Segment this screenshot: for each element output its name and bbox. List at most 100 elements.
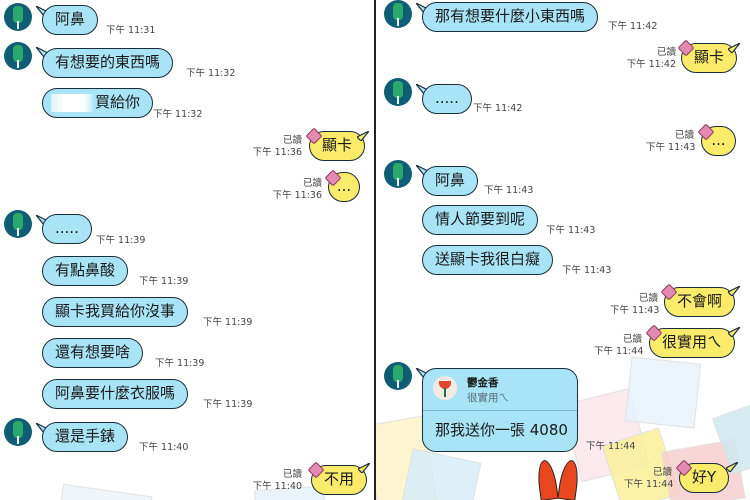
contact-avatar[interactable] (4, 3, 32, 31)
read-receipt: 已讀下午 11:43 (646, 130, 696, 154)
message-timestamp: 下午 11:42 (626, 59, 676, 70)
message-bubble-incoming[interactable]: 還有想要啥 (42, 338, 144, 368)
tulip-petal (439, 381, 451, 389)
message-timestamp: 下午 11:43 (562, 265, 612, 276)
tree-trunk (17, 21, 19, 29)
message-bubble-incoming[interactable]: 買給你 (42, 88, 154, 118)
tree-icon (393, 81, 403, 98)
message-bubble-incoming[interactable]: ..... (422, 84, 472, 114)
contact-avatar[interactable] (384, 0, 412, 28)
read-receipt: 已讀下午 11:36 (270, 178, 322, 202)
contact-avatar[interactable] (4, 418, 32, 446)
contact-avatar[interactable] (4, 210, 32, 238)
message-timestamp: 下午 11:43 (546, 225, 596, 236)
message-timestamp: 下午 11:36 (272, 190, 322, 201)
message-timestamp: 下午 11:40 (139, 442, 189, 453)
tree-icon (13, 213, 23, 230)
bubble-tail-icon (358, 463, 370, 473)
read-receipt: 已讀下午 11:44 (594, 334, 644, 358)
message-timestamp: 下午 11:31 (106, 25, 156, 36)
message-timestamp: 下午 11:39 (139, 276, 189, 287)
panel-divider (374, 0, 376, 500)
redacted-text (51, 93, 93, 112)
bubble-tail-icon (357, 131, 369, 141)
tree-icon (13, 6, 23, 23)
tree-icon (393, 163, 403, 180)
message-timestamp: 下午 11:44 (594, 346, 644, 357)
tree-icon (393, 365, 403, 382)
background-card (624, 356, 702, 429)
message-bubble-incoming[interactable]: 阿鼻 (422, 166, 479, 196)
quoted-message[interactable]: 鬱金香 很實用ㄟ (423, 369, 577, 411)
message-timestamp: 下午 11:36 (252, 147, 302, 158)
read-label: 已讀 (622, 334, 642, 345)
message-bubble-incoming[interactable]: 有想要的東西嗎 (42, 48, 174, 78)
quoted-text: 很實用ㄟ (467, 392, 509, 404)
tree-trunk (17, 228, 19, 236)
message-timestamp: 下午 11:39 (203, 399, 253, 410)
read-label: 已讀 (282, 135, 302, 146)
contact-avatar[interactable] (4, 42, 32, 70)
message-bubble-incoming[interactable]: 送顯卡我很白癡 (422, 245, 554, 275)
tree-icon (393, 3, 403, 20)
contact-avatar[interactable] (384, 160, 412, 188)
read-receipt: 已讀下午 11:43 (610, 293, 660, 317)
chat-panel-left: 阿鼻 下午 11:31 有想要的東西嗎 下午 11:32 買給你 下午 11:3… (0, 0, 374, 500)
bubble-tail-icon (728, 327, 740, 337)
read-receipt: 已讀下午 11:36 (250, 135, 302, 159)
message-bubble-incoming[interactable]: 顯卡我買給你沒事 (42, 297, 189, 327)
message-bubble-incoming[interactable]: 還是手錶 (42, 422, 129, 452)
background-card (400, 448, 482, 500)
tree-trunk (17, 60, 19, 68)
read-label: 已讀 (656, 47, 676, 58)
message-bubble-outgoing[interactable]: ... (328, 172, 360, 202)
read-label: 已讀 (302, 178, 322, 189)
tulip-avatar-icon (433, 376, 457, 400)
message-timestamp: 下午 11:42 (608, 21, 658, 32)
tree-trunk (397, 96, 399, 104)
message-timestamp: 下午 11:32 (186, 68, 236, 79)
message-bubble-incoming[interactable]: 那有想要什麼小東西嗎 (422, 2, 599, 32)
message-bubble-outgoing[interactable]: 很實用ㄟ (649, 328, 736, 358)
message-text: 買給你 (95, 93, 141, 111)
contact-avatar[interactable] (384, 78, 412, 106)
message-bubble-incoming[interactable]: 阿鼻要什麼衣服嗎 (42, 379, 189, 409)
message-timestamp: 下午 11:32 (153, 109, 203, 120)
read-receipt: 已讀下午 11:40 (250, 469, 302, 493)
message-bubble-outgoing[interactable]: 好Y (679, 463, 730, 493)
message-timestamp: 下午 11:43 (646, 142, 696, 153)
message-timestamp: 下午 11:44 (586, 441, 636, 452)
reply-message-bubble[interactable]: 鬱金香 很實用ㄟ 那我送你一張 4080 (422, 368, 578, 452)
tree-trunk (397, 380, 399, 388)
read-label: 已讀 (282, 469, 302, 480)
read-label: 已讀 (638, 293, 658, 304)
background-card (57, 483, 153, 500)
tree-trunk (17, 436, 19, 444)
tulip-stem (444, 388, 446, 397)
bubble-tail-icon (726, 462, 738, 472)
message-timestamp: 下午 11:42 (473, 103, 523, 114)
reply-text: 那我送你一張 4080 (435, 421, 568, 439)
contact-avatar[interactable] (384, 362, 412, 390)
message-bubble-incoming[interactable]: ..... (42, 214, 92, 244)
message-bubble-incoming[interactable]: 情人節要到呢 (422, 205, 539, 235)
read-receipt: 已讀下午 11:42 (626, 47, 676, 71)
message-timestamp: 下午 11:44 (624, 479, 674, 490)
tree-icon (13, 421, 23, 438)
tree-icon (13, 45, 23, 62)
message-timestamp: 下午 11:39 (155, 358, 205, 369)
message-bubble-incoming[interactable]: 有點鼻酸 (42, 256, 129, 286)
message-timestamp: 下午 11:43 (484, 185, 534, 196)
chat-panel-right: 那有想要什麼小東西嗎 下午 11:42 已讀下午 11:42 顯卡 ..... … (376, 0, 750, 500)
message-bubble-incoming[interactable]: 阿鼻 (42, 5, 99, 35)
message-timestamp: 下午 11:43 (610, 305, 660, 316)
read-label: 已讀 (652, 467, 672, 478)
read-label: 已讀 (674, 130, 694, 141)
read-receipt: 已讀下午 11:44 (624, 467, 674, 491)
tree-trunk (397, 178, 399, 186)
message-timestamp: 下午 11:40 (252, 481, 302, 492)
bubble-tail-icon (728, 43, 740, 53)
quoted-sender-name: 鬱金香 (467, 377, 499, 389)
message-timestamp: 下午 11:39 (203, 317, 253, 328)
